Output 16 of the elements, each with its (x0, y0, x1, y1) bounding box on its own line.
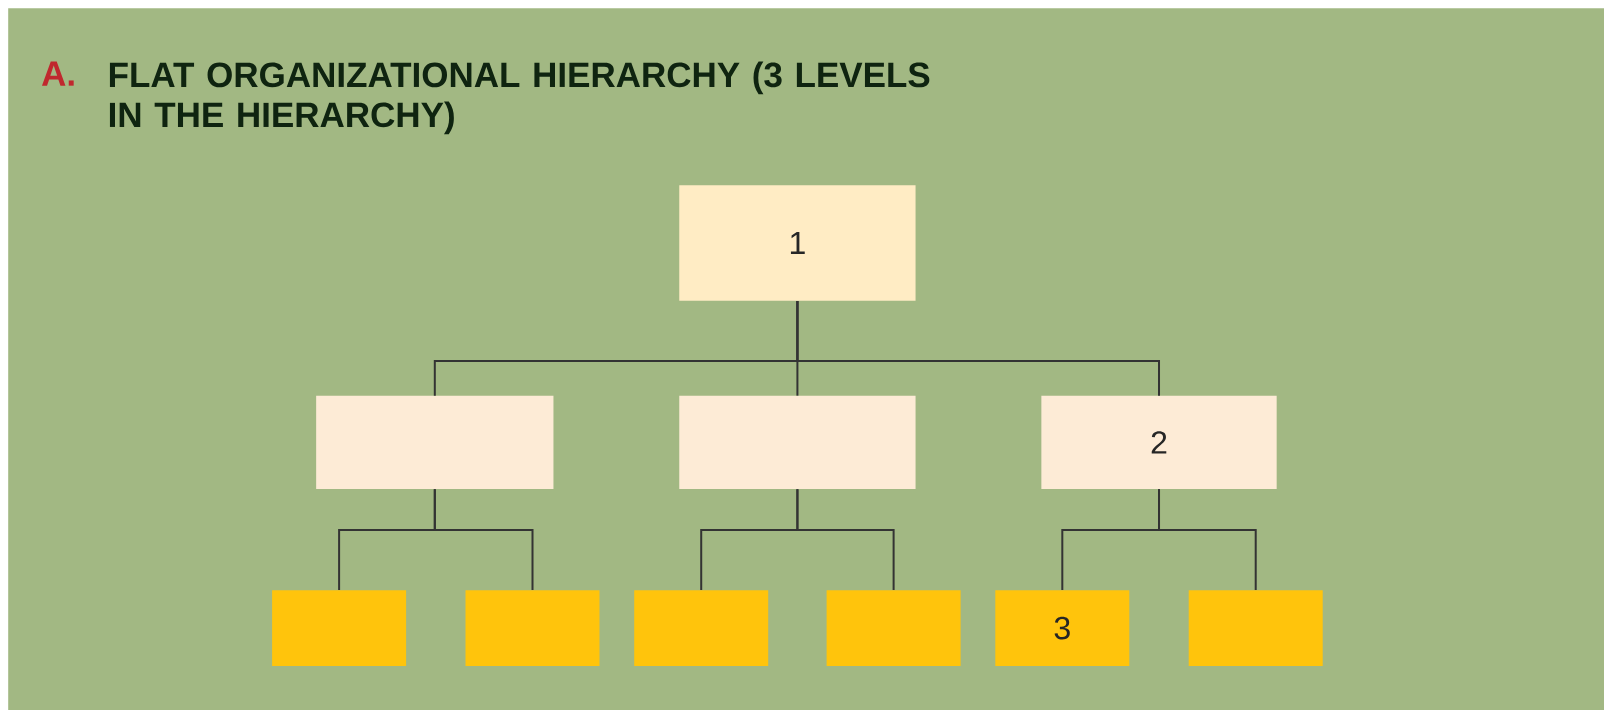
connector-line (796, 300, 1160, 397)
title: FLAT ORGANIZATIONAL HIERARCHY (3 LEVELS IN THE HIERARCHY) (109, 61, 930, 135)
connector-line (1158, 488, 1257, 592)
connector-line (796, 488, 895, 592)
bottom-level-box (634, 590, 769, 666)
panel-letter: A. (42, 61, 74, 86)
middle-level-box (316, 395, 554, 489)
bottom-level-box: 3 (995, 590, 1130, 666)
middle-level-box: 2 (1041, 395, 1277, 489)
connector-line (433, 488, 534, 592)
top-level-box: 1 (679, 185, 916, 301)
bottom-level-box (272, 590, 407, 666)
bottom-level-box (1188, 590, 1323, 666)
bottom-level-box (826, 590, 961, 666)
middle-level-box (679, 395, 916, 489)
bottom-level-box (465, 590, 600, 666)
